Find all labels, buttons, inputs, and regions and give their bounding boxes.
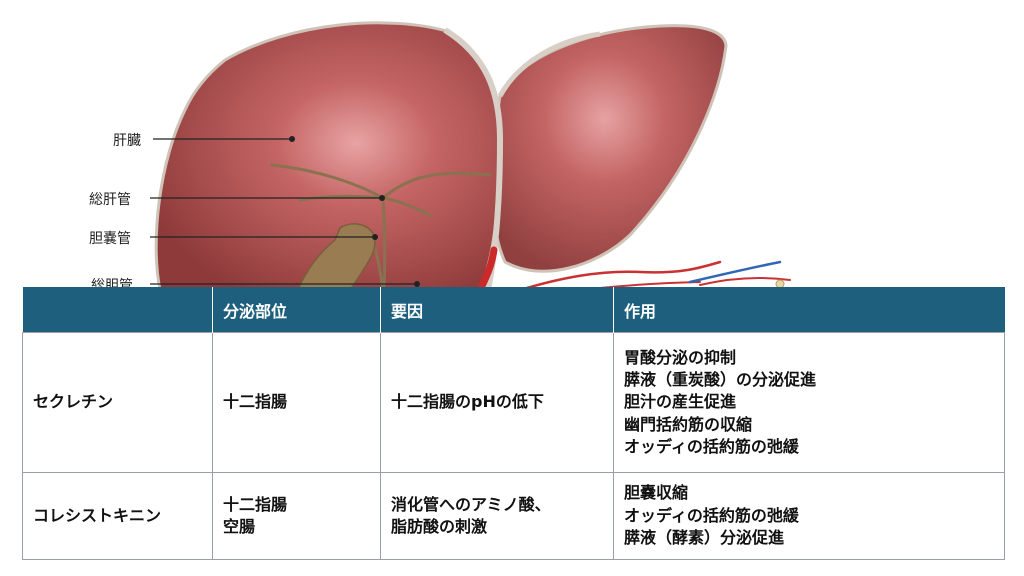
- effect-line: 膵液（重炭酸）の分泌促進: [624, 369, 817, 389]
- effect-line: 胃酸分泌の抑制: [624, 347, 737, 367]
- effects: 胆嚢収縮 オッディの括約筋の弛緩 膵液（酵素）分泌促進: [613, 472, 1005, 560]
- effect-line: オッディの括約筋の弛緩: [624, 437, 799, 457]
- gallbladder: [296, 223, 376, 291]
- liver-left-lobe: [490, 24, 728, 273]
- effect-line: 膵液（酵素）分泌促進: [624, 528, 785, 548]
- effect-line: オッディの括約筋の弛緩: [624, 505, 799, 525]
- effect-line: 胆嚢収縮: [624, 483, 689, 503]
- trigger-line: 十二指腸のpHの低下: [391, 392, 544, 412]
- table-row-cholecystokinin: コレシストキニン 十二指腸 空腸 消化管へのアミノ酸、 脂肪酸の刺激 胆嚢収縮 …: [22, 472, 1005, 560]
- hormone-name: コレシストキニン: [22, 472, 213, 560]
- trigger: 消化管へのアミノ酸、 脂肪酸の刺激: [380, 472, 614, 560]
- cystic-duct-marker: [372, 234, 378, 240]
- common-bile-duct-marker: [414, 281, 420, 287]
- label-liver: 肝臓: [113, 133, 141, 149]
- header-effects: 作用: [613, 287, 1005, 333]
- header-site: 分泌部位: [212, 287, 381, 333]
- site-line: 十二指腸: [223, 392, 288, 412]
- trigger: 十二指腸のpHの低下: [380, 332, 614, 473]
- common-hepatic-duct-marker: [379, 195, 385, 201]
- effects: 胃酸分泌の抑制 膵液（重炭酸）の分泌促進 胆汁の産生促進 幽門括約筋の収縮 オッ…: [613, 332, 1005, 473]
- trigger-line: 脂肪酸の刺激: [391, 517, 488, 536]
- liver-marker: [289, 136, 295, 142]
- secretion-site: 十二指腸: [212, 332, 381, 473]
- header-blank: [22, 287, 213, 333]
- site-line: 十二指腸: [223, 494, 288, 514]
- label-cystic-duct: 胆嚢管: [89, 231, 131, 247]
- leader-lines: [150, 138, 417, 285]
- header-trigger: 要因: [380, 287, 614, 333]
- hormone-table: 分泌部位 要因 作用 セクレチン 十二指腸 十二指腸のpHの低下 胃酸分泌の抑制…: [22, 287, 1005, 560]
- effect-line: 胆汁の産生促進: [624, 392, 737, 412]
- effect-line: 幽門括約筋の収縮: [624, 414, 753, 434]
- secretion-site: 十二指腸 空腸: [212, 472, 381, 560]
- hormone-name: セクレチン: [22, 332, 213, 473]
- table-header-row: 分泌部位 要因 作用: [22, 287, 1005, 333]
- label-common-hepatic-duct: 総肝管: [89, 192, 131, 208]
- site-line: 空腸: [223, 517, 256, 536]
- trigger-line: 消化管へのアミノ酸、: [391, 494, 551, 514]
- table-row-secretin: セクレチン 十二指腸 十二指腸のpHの低下 胃酸分泌の抑制 膵液（重炭酸）の分泌…: [22, 332, 1005, 473]
